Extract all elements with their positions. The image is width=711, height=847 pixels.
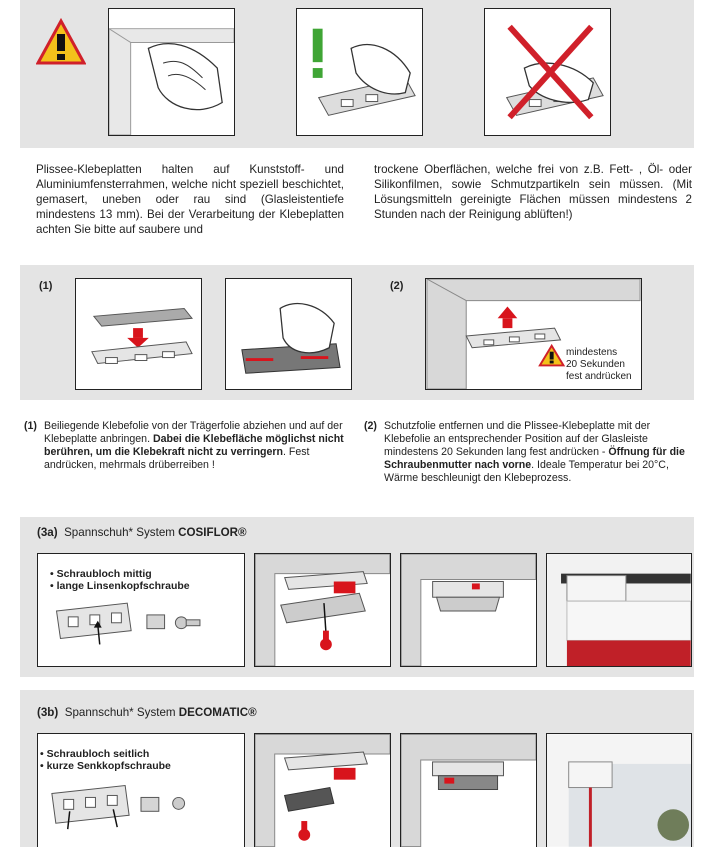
panel-correct-handling bbox=[296, 8, 423, 136]
step2-description: (2) Schutzfolie entfernen und die Plisse… bbox=[364, 420, 694, 485]
section-3b-bullet2: • kurze Senkkopfschraube bbox=[40, 760, 171, 772]
section-3a-bullets: • Schraubloch mittig • lange Linsenkopfs… bbox=[50, 568, 190, 592]
panel-3b-mounted bbox=[400, 733, 537, 847]
intro-text-col2: trockene Oberflächen, welche frei von z.… bbox=[374, 162, 692, 222]
section-3a-bullet1: • Schraubloch mittig bbox=[50, 568, 190, 580]
step2-num: (2) bbox=[364, 420, 377, 433]
section-3b-title: (3b) Spannschuh* System DECOMATIC® bbox=[37, 706, 257, 719]
section-3a-bullet2: • lange Linsenkopfschraube bbox=[50, 580, 190, 592]
panel-clean-frame bbox=[108, 8, 235, 136]
section-3a-num: (3a) bbox=[37, 526, 58, 539]
step1-description: (1) Beiliegende Klebefolie von der Träge… bbox=[24, 420, 354, 472]
panel-3b-installed bbox=[546, 733, 692, 847]
panel-3a-assembly bbox=[254, 553, 391, 667]
section-3b-bullets: • Schraubloch seitlich • kurze Senkkopfs… bbox=[40, 748, 171, 772]
panel-3b-assembly bbox=[254, 733, 391, 847]
warning-icon bbox=[36, 18, 86, 66]
check-icon bbox=[313, 29, 323, 78]
section-3b-title-text: Spannschuh* System bbox=[65, 706, 179, 719]
panel-3a-installed bbox=[546, 553, 692, 667]
warning-line2: 20 Sekunden bbox=[566, 359, 632, 371]
step1-label: (1) bbox=[39, 280, 52, 292]
section-3a-title-text: Spannschuh* System bbox=[64, 526, 178, 539]
section-3b-num: (3b) bbox=[37, 706, 58, 719]
panel-wrong-handling bbox=[484, 8, 611, 136]
panel-press-adhesive bbox=[225, 278, 352, 390]
panel-3a-mounted bbox=[400, 553, 537, 667]
warning-line3: fest andrücken bbox=[566, 371, 632, 383]
intro-text-col1: Plissee-Klebeplatten halten auf Kunststo… bbox=[36, 162, 344, 237]
step2-label: (2) bbox=[390, 280, 403, 292]
section-3a-brand: COSIFLOR® bbox=[178, 526, 246, 539]
section-3b-bullet1: • Schraubloch seitlich bbox=[40, 748, 171, 760]
panel-attach-adhesive bbox=[75, 278, 202, 390]
warning-line1: mindestens bbox=[566, 347, 632, 359]
step1-num: (1) bbox=[24, 420, 37, 433]
warning-note: mindestens 20 Sekunden fest andrücken bbox=[566, 347, 632, 383]
section-3a-title: (3a) Spannschuh* System COSIFLOR® bbox=[37, 526, 247, 539]
section-3b-brand: DECOMATIC® bbox=[179, 706, 257, 719]
